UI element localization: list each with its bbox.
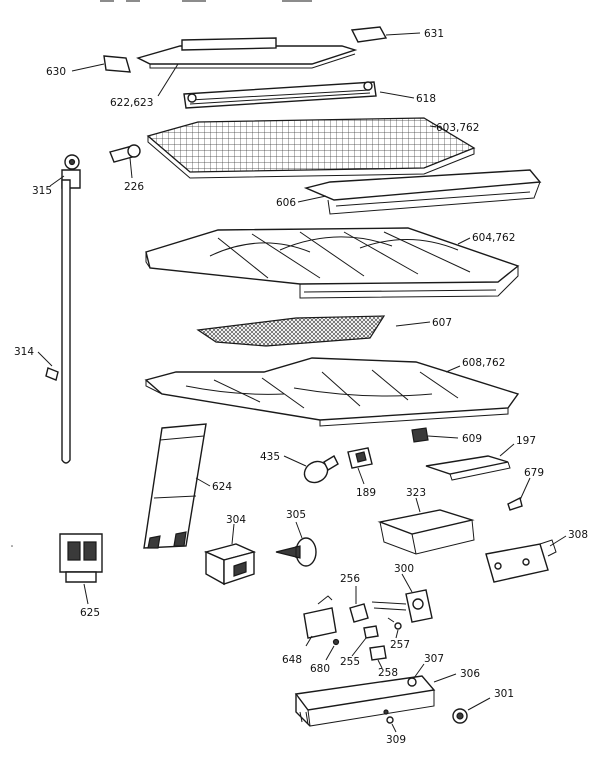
part-624-panel bbox=[143, 423, 211, 549]
part-630-cover bbox=[71, 55, 131, 73]
callout-315: 315 bbox=[32, 185, 52, 197]
callout-625: 625 bbox=[80, 607, 100, 619]
callout-308: 308 bbox=[568, 529, 588, 541]
callout-435: 435 bbox=[260, 451, 280, 463]
callout-258: 258 bbox=[378, 667, 398, 679]
part-435-bulb bbox=[283, 455, 339, 484]
part-301-nut bbox=[452, 697, 491, 724]
callout-607: 607 bbox=[432, 317, 452, 329]
part-308-bracket bbox=[485, 535, 567, 583]
stray-mark bbox=[11, 545, 13, 547]
part-609-clip bbox=[411, 427, 459, 443]
callout-609: 609 bbox=[462, 433, 482, 445]
part-618-bracket bbox=[183, 81, 415, 109]
callout-679: 679 bbox=[524, 467, 544, 479]
callout-618: 618 bbox=[416, 93, 436, 105]
callout-622-623: 622,623 bbox=[110, 97, 153, 109]
part-314-rod bbox=[37, 179, 71, 464]
callout-301: 301 bbox=[494, 688, 514, 700]
part-306-mount-bracket bbox=[294, 673, 457, 727]
callout-305: 305 bbox=[286, 509, 306, 521]
callout-labels: 631 630 622,623 618 603,762 315 226 606 … bbox=[14, 28, 588, 746]
callout-256: 256 bbox=[340, 573, 360, 585]
callout-257: 257 bbox=[390, 639, 410, 651]
callout-631: 631 bbox=[424, 28, 444, 40]
callout-630: 630 bbox=[46, 66, 66, 78]
part-197-strap bbox=[425, 443, 515, 481]
callout-323: 323 bbox=[406, 487, 426, 499]
part-323-housing bbox=[377, 497, 475, 555]
callout-255: 255 bbox=[340, 656, 360, 668]
callout-648: 648 bbox=[282, 654, 302, 666]
callout-606: 606 bbox=[276, 197, 296, 209]
part-257-clip bbox=[387, 617, 402, 639]
part-256-relay bbox=[349, 586, 369, 623]
callout-624: 624 bbox=[212, 481, 232, 493]
part-226-screw bbox=[109, 144, 141, 179]
callout-603-762: 603,762 bbox=[436, 122, 479, 134]
part-315-pivot bbox=[49, 154, 81, 189]
part-604-762-crisper-cover bbox=[145, 227, 520, 299]
callout-307: 307 bbox=[424, 653, 444, 665]
part-305-fan bbox=[275, 521, 317, 567]
part-607-filter-screen bbox=[196, 315, 431, 347]
part-680-screw bbox=[325, 638, 340, 661]
part-603-762-shelf bbox=[146, 117, 476, 179]
callout-300: 300 bbox=[394, 563, 414, 575]
part-631-cover bbox=[350, 26, 421, 43]
callout-197: 197 bbox=[516, 435, 536, 447]
callout-309: 309 bbox=[386, 734, 406, 746]
callout-189: 189 bbox=[356, 487, 376, 499]
callout-226: 226 bbox=[124, 181, 144, 193]
part-307-grommet bbox=[407, 663, 425, 687]
part-189-socket bbox=[347, 447, 373, 485]
part-622-623-top-cover bbox=[136, 37, 358, 97]
part-304-block bbox=[203, 523, 257, 586]
part-679-screw bbox=[507, 477, 531, 511]
callout-604-762: 604,762 bbox=[472, 232, 515, 244]
callout-680: 680 bbox=[310, 663, 330, 675]
part-625-switch bbox=[59, 533, 103, 605]
callout-314: 314 bbox=[14, 346, 34, 358]
callout-608-762: 608,762 bbox=[462, 357, 505, 369]
part-258-cover bbox=[369, 645, 387, 669]
part-608-762-crisper-pan-cover bbox=[144, 357, 520, 427]
part-300-motor bbox=[371, 573, 433, 623]
callout-304: 304 bbox=[226, 514, 246, 526]
part-309-screw bbox=[386, 716, 397, 733]
callout-306: 306 bbox=[460, 668, 480, 680]
part-648-relay bbox=[303, 595, 337, 647]
part-255-terminal bbox=[351, 625, 379, 657]
part-606-trim bbox=[297, 169, 542, 215]
